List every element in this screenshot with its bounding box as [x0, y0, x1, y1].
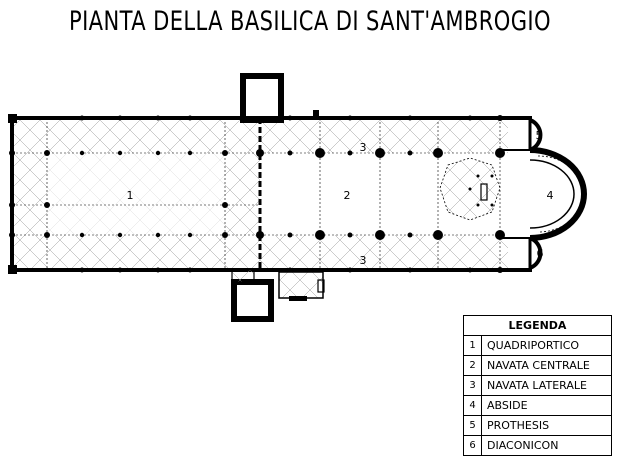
legend-row: 6 DIACONICON	[464, 436, 611, 455]
legend-number: 6	[464, 436, 482, 455]
label-navata-laterale-south: 3	[360, 254, 367, 267]
legend-label: DIACONICON	[487, 439, 559, 452]
legend-number: 4	[464, 396, 482, 415]
legend-row: 4 ABSIDE	[464, 396, 611, 416]
legend-table: LEGENDA 1 QUADRIPORTICO 2 NAVATA CENTRAL…	[463, 315, 612, 456]
legend-number: 5	[464, 416, 482, 435]
legend-label: PROTHESIS	[487, 419, 550, 432]
plan-title: PIANTA DELLA BASILICA DI SANT'AMBROGIO	[68, 6, 552, 37]
label-abside: 4	[547, 189, 554, 202]
label-navata-laterale-north: 3	[360, 141, 367, 154]
label-navata-centrale: 2	[344, 189, 351, 202]
legend-number: 2	[464, 356, 482, 375]
legend-header: LEGENDA	[464, 316, 611, 336]
legend-row: 2 NAVATA CENTRALE	[464, 356, 611, 376]
label-prothesis: 5	[536, 129, 543, 142]
legend-label: QUADRIPORTICO	[487, 339, 580, 352]
label-quadriportico: 1	[127, 189, 134, 202]
legend-label: ABSIDE	[487, 399, 528, 412]
legend-label: NAVATA CENTRALE	[487, 359, 590, 372]
legend-number: 1	[464, 336, 482, 355]
legend-row: 5 PROTHESIS	[464, 416, 611, 436]
legend-row: 3 NAVATA LATERALE	[464, 376, 611, 396]
legend-number: 3	[464, 376, 482, 395]
label-diaconicon: 6	[537, 247, 544, 260]
legend-label: NAVATA LATERALE	[487, 379, 587, 392]
legend-row: 1 QUADRIPORTICO	[464, 336, 611, 356]
